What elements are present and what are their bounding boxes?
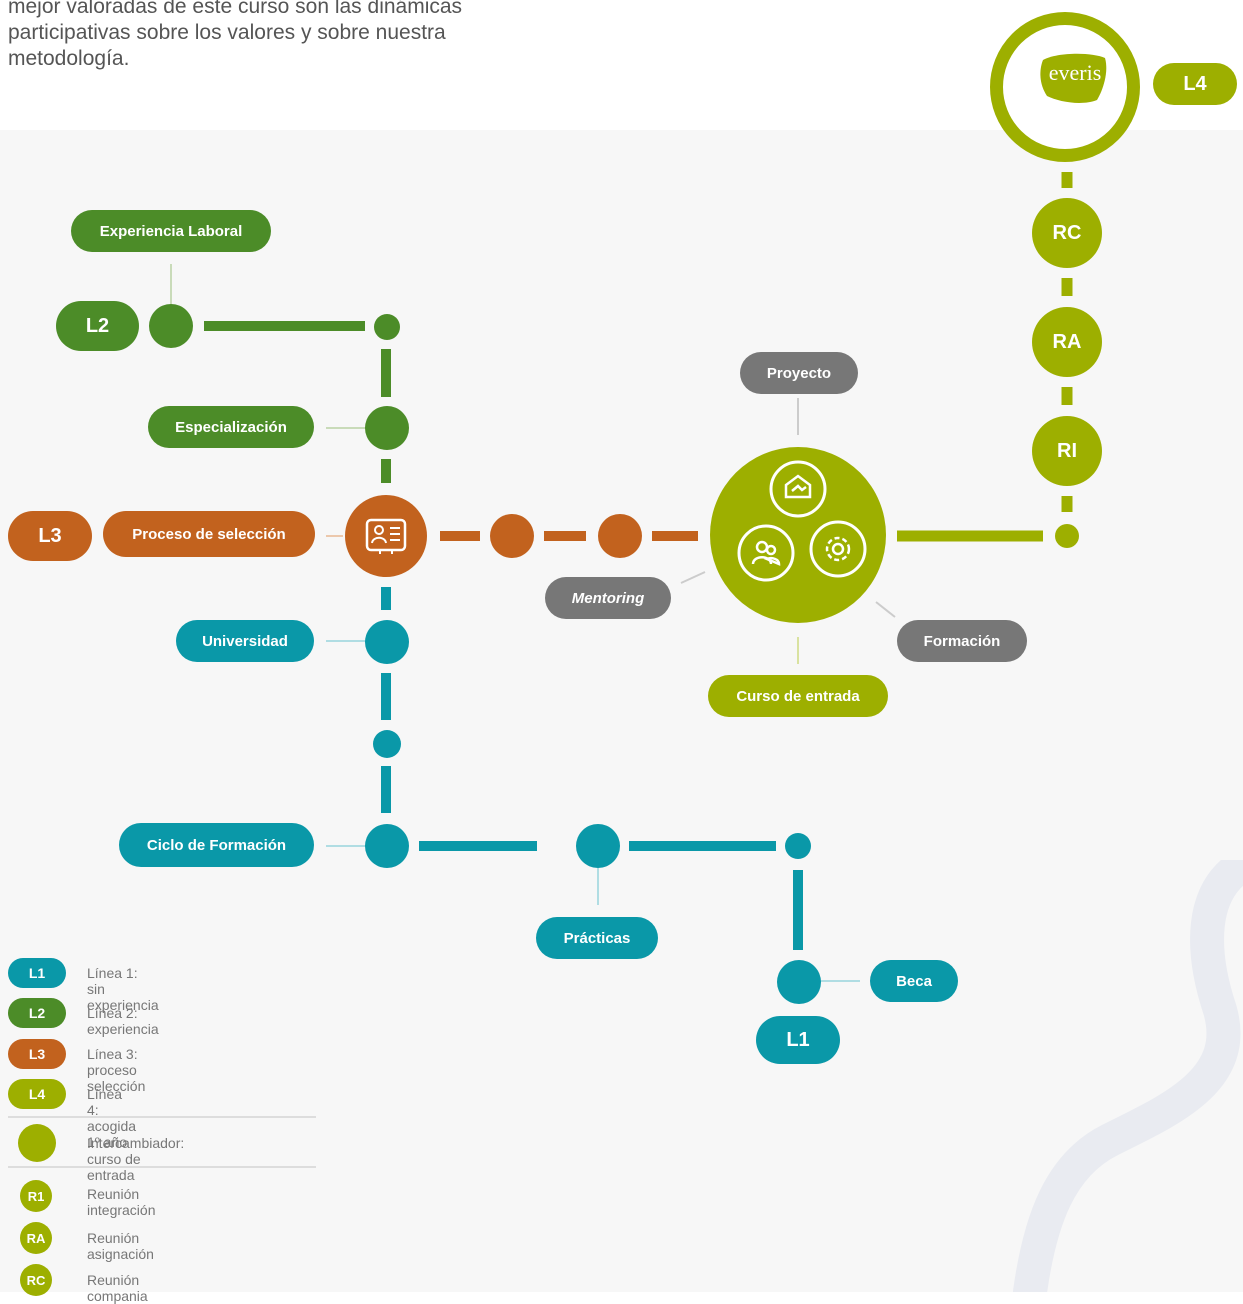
- label-connectors: [170, 264, 896, 982]
- project-icon: [784, 474, 812, 499]
- stop-l2-corner[interactable]: [374, 314, 400, 340]
- legend-badge-l1: L1: [8, 958, 66, 988]
- label-universidad[interactable]: Universidad: [176, 620, 314, 662]
- stop-practicas[interactable]: [576, 824, 620, 868]
- label-beca[interactable]: Beca: [870, 960, 958, 1002]
- legend-text-rc: Reunión compania: [87, 1272, 148, 1304]
- legend-text-l1: Línea 1: sin experiencia: [87, 965, 159, 1013]
- legend-text-interchange: Intercambiador: curso de entrada: [87, 1135, 185, 1183]
- label-especializacion[interactable]: Especialización: [148, 406, 314, 448]
- label-formacion[interactable]: Formación: [897, 620, 1027, 662]
- legend-badge-ra: RA: [20, 1222, 52, 1254]
- legend-text-ra: Reunión asignación: [87, 1230, 154, 1262]
- stop-beca[interactable]: [777, 960, 821, 1004]
- stop-l1-small[interactable]: [373, 730, 401, 758]
- hub-icons: [737, 460, 867, 582]
- label-proceso-seleccion[interactable]: Proceso de selección: [103, 511, 315, 557]
- label-curso-entrada[interactable]: Curso de entrada: [708, 675, 888, 717]
- line-l2-badge: L2: [56, 301, 139, 351]
- l4-line: [897, 172, 1073, 542]
- stop-l3-1[interactable]: [490, 514, 534, 558]
- stop-l1-corner[interactable]: [785, 833, 811, 859]
- decorative-swirl: [1013, 860, 1243, 1292]
- stop-proceso-seleccion[interactable]: [345, 495, 427, 577]
- legend-divider: [8, 1166, 316, 1168]
- legend-badge-l3: L3: [8, 1039, 66, 1069]
- legend-badge-l2: L2: [8, 998, 66, 1028]
- stop-ra[interactable]: RA: [1032, 307, 1102, 377]
- stop-experiencia[interactable]: [149, 304, 193, 348]
- legend-text-l3: Línea 3: proceso selección: [87, 1046, 146, 1094]
- everis-logo-shape: [1040, 53, 1107, 103]
- legend-badge-rc: RC: [20, 1264, 52, 1296]
- stop-ciclo-formacion[interactable]: [365, 824, 409, 868]
- label-experiencia-laboral[interactable]: Experiencia Laboral: [71, 210, 271, 252]
- everis-logo-text: everis: [1048, 60, 1102, 85]
- line-l4-badge: L4: [1153, 63, 1237, 105]
- intro-paragraph: mejor valoradas de este curso son las di…: [8, 0, 463, 70]
- legend-text-l4: Línea 4: acogida 1º año: [87, 1086, 137, 1150]
- l2-line: [204, 321, 391, 483]
- legend-text-l2: Línea 2: experiencia: [87, 1005, 159, 1037]
- legend-badge-l4: L4: [8, 1079, 66, 1109]
- label-mentoring[interactable]: Mentoring: [545, 577, 671, 619]
- stop-l3-2[interactable]: [598, 514, 642, 558]
- line-l1-badge: L1: [756, 1016, 840, 1064]
- label-ciclo-formacion[interactable]: Ciclo de Formación: [119, 823, 314, 867]
- users-icon: [751, 540, 781, 566]
- gear-icon: [825, 536, 851, 562]
- legend-interchange-dot: [18, 1124, 56, 1162]
- legend-badge-r1: R1: [20, 1180, 52, 1212]
- label-proyecto[interactable]: Proyecto: [740, 352, 858, 394]
- label-practicas[interactable]: Prácticas: [536, 917, 658, 959]
- legend-divider: [8, 1116, 316, 1118]
- stop-rc[interactable]: RC: [1032, 198, 1102, 268]
- stop-l4-end[interactable]: [1055, 524, 1079, 548]
- stop-ri[interactable]: RI: [1032, 416, 1102, 486]
- legend-text-r1: Reunión integración: [87, 1186, 156, 1218]
- stop-universidad[interactable]: [365, 620, 409, 664]
- id-card-icon: [365, 518, 407, 554]
- l1-line: [381, 587, 803, 950]
- hub-curso-entrada[interactable]: [710, 447, 886, 623]
- line-l3-badge: L3: [8, 511, 92, 561]
- stop-especializacion[interactable]: [365, 406, 409, 450]
